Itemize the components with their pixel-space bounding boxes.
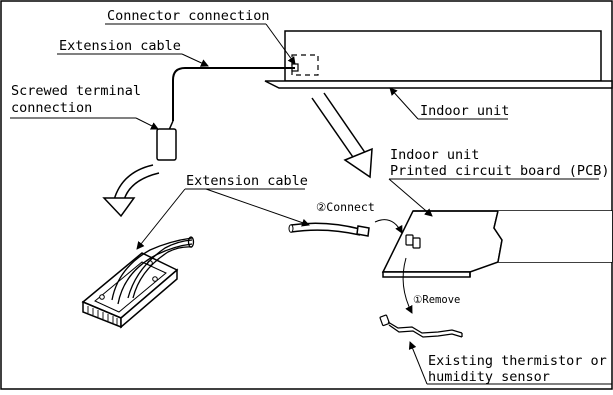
existing-sensor [379,314,463,338]
leader-connector-connection [105,23,296,65]
label-sensor-line2: humidity sensor [428,369,550,385]
label-extension-cable-mid: Extension cable [186,173,308,189]
label-screwed-terminal-line1: Screwed terminal [11,83,141,99]
label-sensor-line1: Existing thermistor or [428,353,607,369]
remove-arrow [402,257,413,314]
label-pcb-line1: Indoor unit [390,147,479,163]
terminal-wires [111,236,195,305]
connect-arrow [374,219,403,234]
label-screwed-terminal-line2: connection [11,100,92,116]
diagonal-arrow-to-pcb [311,92,373,179]
extension-cable-connector [356,225,370,237]
leader-screwed-terminal [10,117,159,130]
leader-extension-cable-top [57,53,209,67]
leader-extension-cable-mid [136,188,310,250]
leader-pcb [388,178,599,217]
screwed-terminal-block [156,128,177,161]
label-connector-connection: Connector connection [107,8,270,24]
label-indoor-unit: Indoor unit [420,103,509,119]
leader-sensor [408,341,612,385]
label-remove-step: ①Remove [413,294,460,306]
pcb-connector-b [412,237,421,249]
label-extension-cable-top: Extension cable [59,38,181,54]
extension-cable-top [172,67,295,121]
extension-cable-mid [288,222,370,237]
label-connect-step: ②Connect [316,200,375,214]
label-pcb-line2: Printed circuit board (PCB) [390,163,609,179]
pcb-connector-a [405,234,414,246]
indoor-unit [264,30,613,89]
leader-indoor-unit [389,87,508,120]
pcb-board [381,210,613,278]
curved-arrow-left [102,164,160,218]
